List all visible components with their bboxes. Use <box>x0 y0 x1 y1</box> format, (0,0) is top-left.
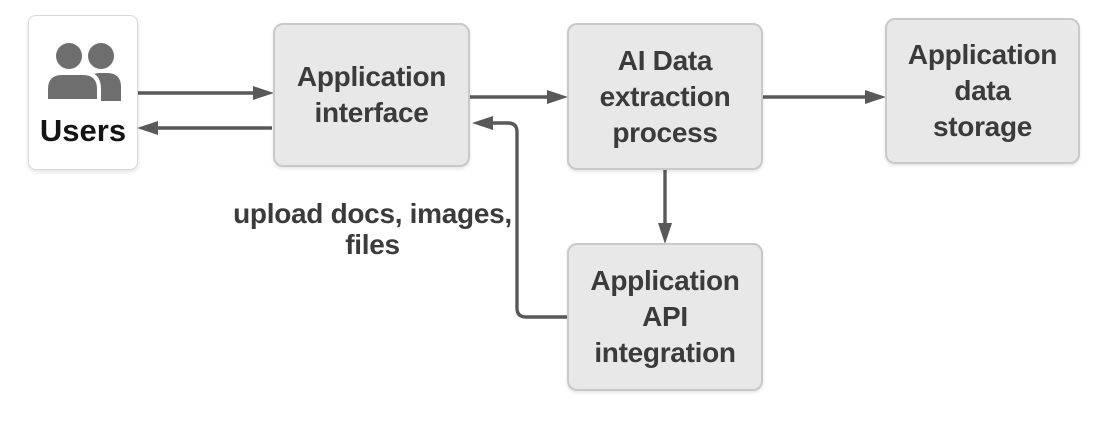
edge-annotation-upload: upload docs, images, files <box>233 198 512 260</box>
arrow-application-interface-to-ai-extraction <box>470 90 568 104</box>
node-users: Users <box>28 15 138 170</box>
arrow-users-to-application-interface <box>138 86 274 100</box>
node-application-api-integration: Application API integration <box>567 243 763 391</box>
arrow-api-integration-to-application-interface <box>472 116 567 319</box>
node-label-ai-data-extraction-process: AI Data extraction process <box>599 44 731 148</box>
node-ai-data-extraction-process: AI Data extraction process <box>567 23 763 170</box>
node-application-data-storage: Application data storage <box>885 18 1080 164</box>
arrow-ai-extraction-to-api-integration <box>658 170 672 244</box>
node-label-users: Users <box>39 113 127 148</box>
node-label-application-api-integration: Application API integration <box>590 265 740 368</box>
node-label-application-data-storage: Application data storage <box>907 39 1058 142</box>
node-label-application-interface: Application interface <box>296 61 447 128</box>
arrow-ai-extraction-to-data-storage <box>763 90 886 104</box>
node-application-interface: Application interface <box>273 23 470 167</box>
users-icon <box>45 43 121 101</box>
arrow-application-interface-to-users <box>137 121 272 135</box>
